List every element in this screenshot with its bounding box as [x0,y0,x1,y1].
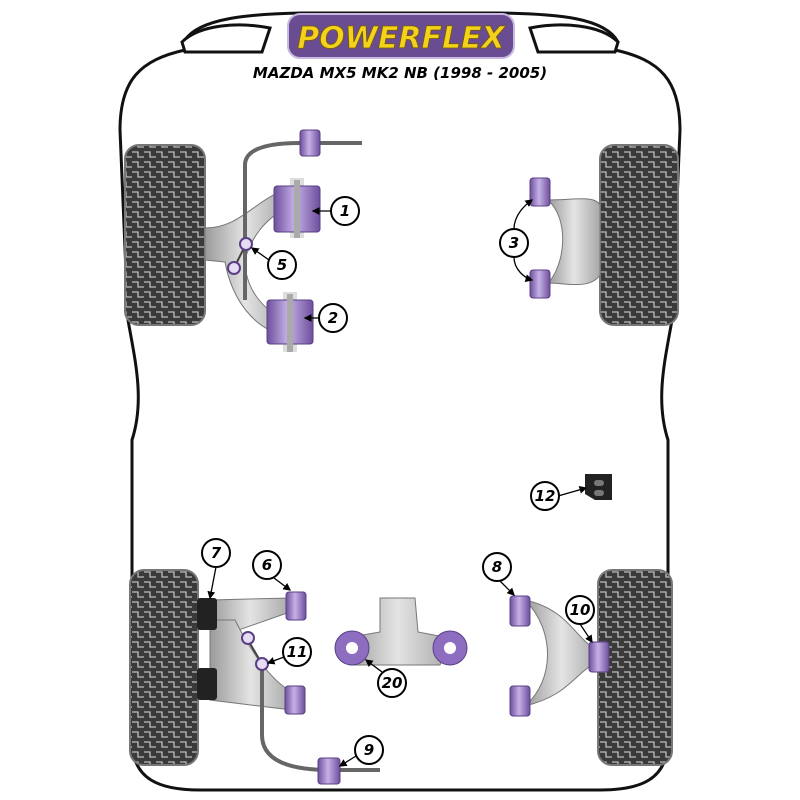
callout-11[interactable]: 11 [282,637,312,667]
callout-20[interactable]: 20 [377,668,407,698]
callout-label: 3 [509,234,519,252]
callout-label: 7 [211,544,222,562]
callout-label: 11 [287,643,308,661]
powerflex-logo: POWERFLEX [287,13,515,59]
callout-10[interactable]: 10 [565,595,595,625]
front-right-tyre [599,144,679,326]
callout-7[interactable]: 7 [201,538,231,568]
rear-arb-bush [317,757,341,785]
callout-label: 6 [262,556,272,574]
callout-2[interactable]: 2 [318,303,348,333]
rear-drop-link-bush-upper [241,631,255,645]
rear-left-arm-bush-upper [285,591,307,621]
arb-bush-front [299,129,321,157]
rear-hub-bush-upper [197,598,217,630]
diff-mount [334,597,468,666]
callout-8[interactable]: 8 [482,552,512,582]
callout-label: 2 [328,309,338,327]
callout-3[interactable]: 3 [499,228,529,258]
rear-left-arm-bush-lower [284,685,306,715]
front-right-wishbone [546,198,601,286]
right-headlight [528,23,620,54]
callout-5[interactable]: 5 [267,250,297,280]
callout-label: 8 [492,558,502,576]
rear-right-hub-bush [588,641,610,673]
rear-right-bush-upper [509,595,531,627]
front-arm-bush-1 [273,178,321,238]
gearbox-mount [585,474,612,500]
drop-link-bush-lower [227,261,241,275]
callout-leaders [207,199,593,767]
front-right-bush-lower [529,269,551,299]
callout-12[interactable]: 12 [530,481,560,511]
callout-label: 1 [340,202,350,220]
callout-6[interactable]: 6 [252,550,282,580]
callout-label: 12 [535,487,556,505]
callout-1[interactable]: 1 [330,196,360,226]
left-headlight [180,23,272,54]
vehicle-title: MAZDA MX5 MK2 NB (1998 - 2005) [253,64,547,82]
front-right-bush-upper [529,177,551,207]
front-left-tyre [124,144,206,326]
callout-label: 20 [382,674,403,692]
logo-text: POWERFLEX [297,21,506,56]
callout-label: 9 [364,741,374,759]
callout-label: 10 [570,601,591,619]
rear-right-bush-lower [509,685,531,717]
callout-9[interactable]: 9 [354,735,384,765]
drop-link-bush-upper [239,237,253,251]
front-arm-bush-2 [266,292,314,352]
callout-label: 5 [277,256,287,274]
rear-drop-link-bush-lower [255,657,269,671]
rear-right-arm [523,599,599,707]
rear-hub-bush-lower [197,668,217,700]
rear-left-tyre [129,569,199,766]
front-anti-roll-bar [243,141,362,300]
